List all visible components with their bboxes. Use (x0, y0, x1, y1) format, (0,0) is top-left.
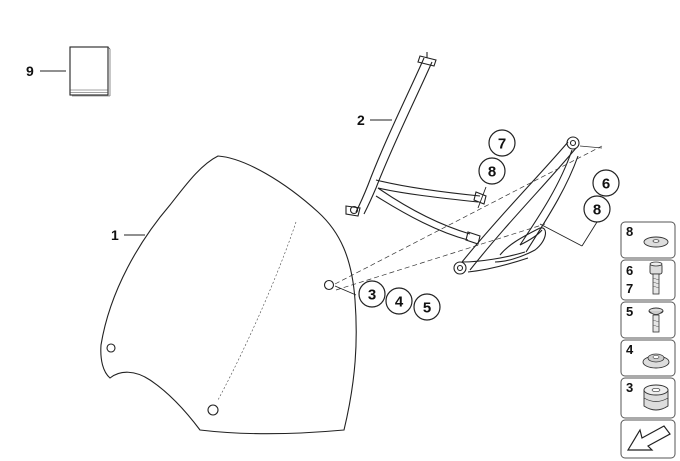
alignment-line-upper (334, 145, 603, 285)
svg-text:8: 8 (488, 164, 496, 181)
svg-text:7: 7 (498, 136, 506, 153)
hex-socket-bolt-icon (649, 261, 663, 295)
callout-8-right: 8 (583, 195, 611, 223)
leader-7-8 (477, 186, 487, 209)
svg-text:6: 6 (602, 176, 610, 193)
svg-text:3: 3 (368, 287, 376, 304)
legend-label-7: 7 (626, 281, 633, 296)
svg-text:5: 5 (423, 300, 431, 317)
grommet-icon (642, 353, 670, 369)
callout-9: 9 (26, 63, 34, 79)
callout-7: 7 (488, 129, 516, 157)
callout-4: 4 (385, 287, 413, 315)
legend-label-3: 3 (626, 380, 633, 395)
windscreen (100, 155, 357, 435)
arrow-icon (626, 425, 671, 451)
parts-legend: 8 6 7 5 4 (620, 221, 676, 459)
callout-1: 1 (111, 227, 119, 243)
legend-label-4: 4 (626, 342, 634, 357)
leader-6-8 (539, 223, 583, 247)
left-mounting-strut (345, 52, 487, 241)
callout-2: 2 (357, 112, 365, 128)
callout-8-upper: 8 (478, 157, 506, 185)
leader-3 (334, 285, 357, 296)
callout-5: 5 (413, 293, 441, 321)
rubber-mount-icon (643, 384, 669, 411)
callout-3: 3 (358, 280, 386, 308)
legend-label-5: 5 (626, 304, 633, 319)
callout-6: 6 (592, 169, 620, 197)
svg-text:4: 4 (395, 294, 404, 311)
manual-booklet (69, 46, 111, 97)
torx-screw-icon (648, 307, 664, 333)
svg-text:8: 8 (593, 202, 601, 219)
washer-icon (643, 236, 669, 248)
alignment-line-lower (335, 223, 546, 291)
right-mounting-frame (453, 136, 580, 275)
legend-label-8: 8 (626, 224, 633, 239)
legend-label-6: 6 (626, 263, 633, 278)
alignment-line-tip (579, 145, 603, 149)
